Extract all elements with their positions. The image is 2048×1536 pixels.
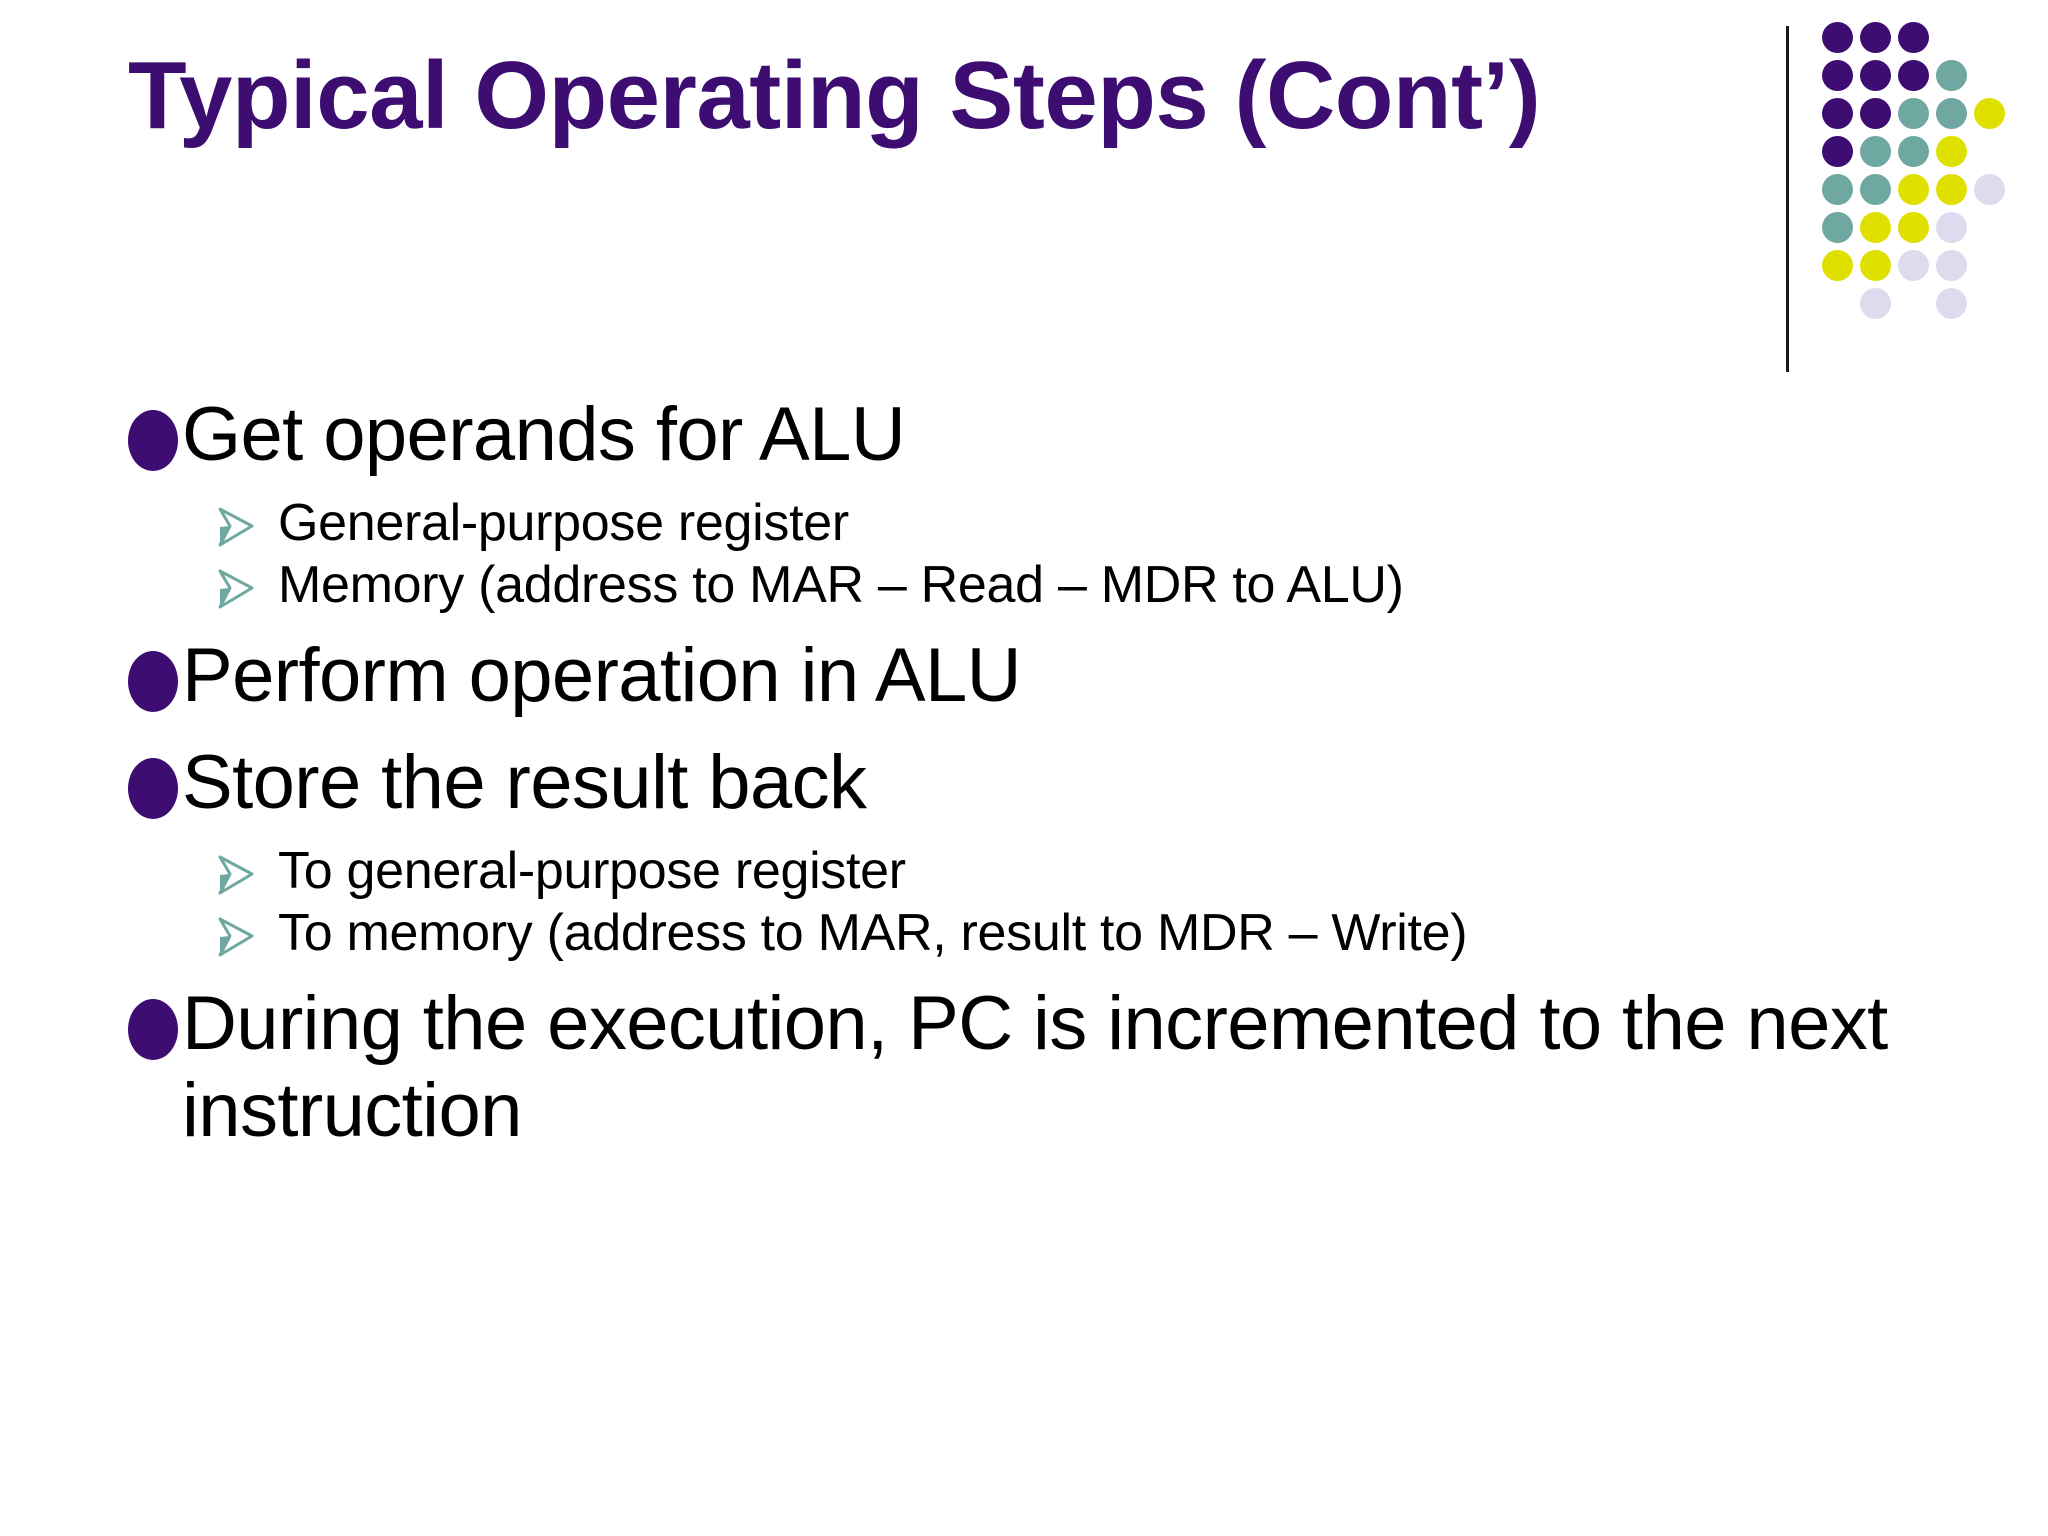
deco-dot-purple — [1860, 60, 1891, 91]
spacer — [128, 724, 1958, 740]
spacer — [128, 1158, 1958, 1174]
bullet-text-level1: Perform operation in ALU — [182, 633, 1022, 719]
deco-dot-yellow — [1898, 212, 1929, 243]
deco-dot-purple — [1898, 22, 1929, 53]
deco-dot-yellow — [1974, 98, 2005, 129]
bullet-text-level2: Memory (address to MAR – Read – MDR to A… — [278, 555, 1404, 614]
deco-dot-lavender — [1898, 250, 1929, 281]
deco-dot-teal — [1860, 136, 1891, 167]
deco-dot-purple — [1860, 22, 1891, 53]
bullet-item-level2: To memory (address to MAR, result to MDR… — [128, 903, 1958, 963]
deco-dot-yellow — [1860, 250, 1891, 281]
filled-circle-bullet-icon — [128, 410, 178, 471]
bullet-item-level1: During the execution, PC is incremented … — [128, 981, 1958, 1154]
filled-circle-bullet-icon — [128, 999, 178, 1061]
bullet-text-level2: To memory (address to MAR, result to MDR… — [278, 903, 1468, 962]
arrowhead-bullet-icon — [214, 915, 258, 959]
deco-dot-yellow — [1822, 250, 1853, 281]
arrowhead-bullet-icon — [214, 853, 258, 897]
deco-dot-yellow — [1936, 174, 1967, 205]
content-body: Get operands for ALU General-purpose regi… — [128, 392, 1958, 1174]
bullet-item-level1: Get operands for ALU — [128, 392, 1958, 479]
title-block: Typical Operating Steps (Cont’) — [128, 40, 1548, 151]
deco-dot-teal — [1860, 174, 1891, 205]
bullet-text-level1: Store the result back — [182, 739, 867, 825]
deco-dot-lavender — [1860, 288, 1891, 319]
bullet-item-level2: Memory (address to MAR – Read – MDR to A… — [128, 555, 1958, 615]
deco-dot-teal — [1822, 212, 1853, 243]
bullet-item-level2: General-purpose register — [128, 493, 1958, 553]
deco-dot-teal — [1822, 174, 1853, 205]
deco-dot-yellow — [1898, 174, 1929, 205]
deco-dot-lavender — [1974, 174, 2005, 205]
bullet-item-level1: Perform operation in ALU — [128, 633, 1958, 720]
filled-circle-bullet-icon — [128, 757, 178, 819]
vertical-divider-line — [1786, 26, 1789, 372]
spacer — [128, 831, 1958, 841]
bullet-text-level2: To general-purpose register — [278, 841, 906, 900]
bullet-item-level1: Store the result back — [128, 740, 1958, 827]
bullet-text-level1: During the execution, PC is incremented … — [182, 981, 1888, 1153]
deco-dot-teal — [1898, 136, 1929, 167]
deco-dot-purple — [1822, 22, 1853, 53]
deco-dot-purple — [1822, 60, 1853, 91]
filled-circle-bullet-icon — [128, 651, 178, 713]
arrowhead-bullet-icon — [214, 505, 258, 549]
spacer — [128, 617, 1958, 633]
deco-dot-teal — [1936, 60, 1967, 91]
bullet-text-level2: General-purpose register — [278, 493, 849, 552]
deco-dot-teal — [1936, 98, 1967, 129]
deco-dot-lavender — [1936, 212, 1967, 243]
spacer — [128, 965, 1958, 981]
deco-dot-lavender — [1936, 250, 1967, 281]
deco-dot-teal — [1898, 98, 1929, 129]
deco-dot-purple — [1822, 98, 1853, 129]
spacer — [128, 483, 1958, 493]
bullet-item-level2: To general-purpose register — [128, 841, 1958, 901]
bullet-text-level1: Get operands for ALU — [182, 392, 906, 477]
deco-dot-purple — [1898, 60, 1929, 91]
arrowhead-bullet-icon — [214, 567, 258, 611]
deco-dot-yellow — [1936, 136, 1967, 167]
deco-dot-purple — [1822, 136, 1853, 167]
dot-grid-icon — [1822, 22, 2042, 362]
header-decoration — [1760, 0, 2048, 400]
page-title: Typical Operating Steps (Cont’) — [128, 42, 1541, 149]
deco-dot-yellow — [1860, 212, 1891, 243]
deco-dot-lavender — [1936, 288, 1967, 319]
deco-dot-purple — [1860, 98, 1891, 129]
